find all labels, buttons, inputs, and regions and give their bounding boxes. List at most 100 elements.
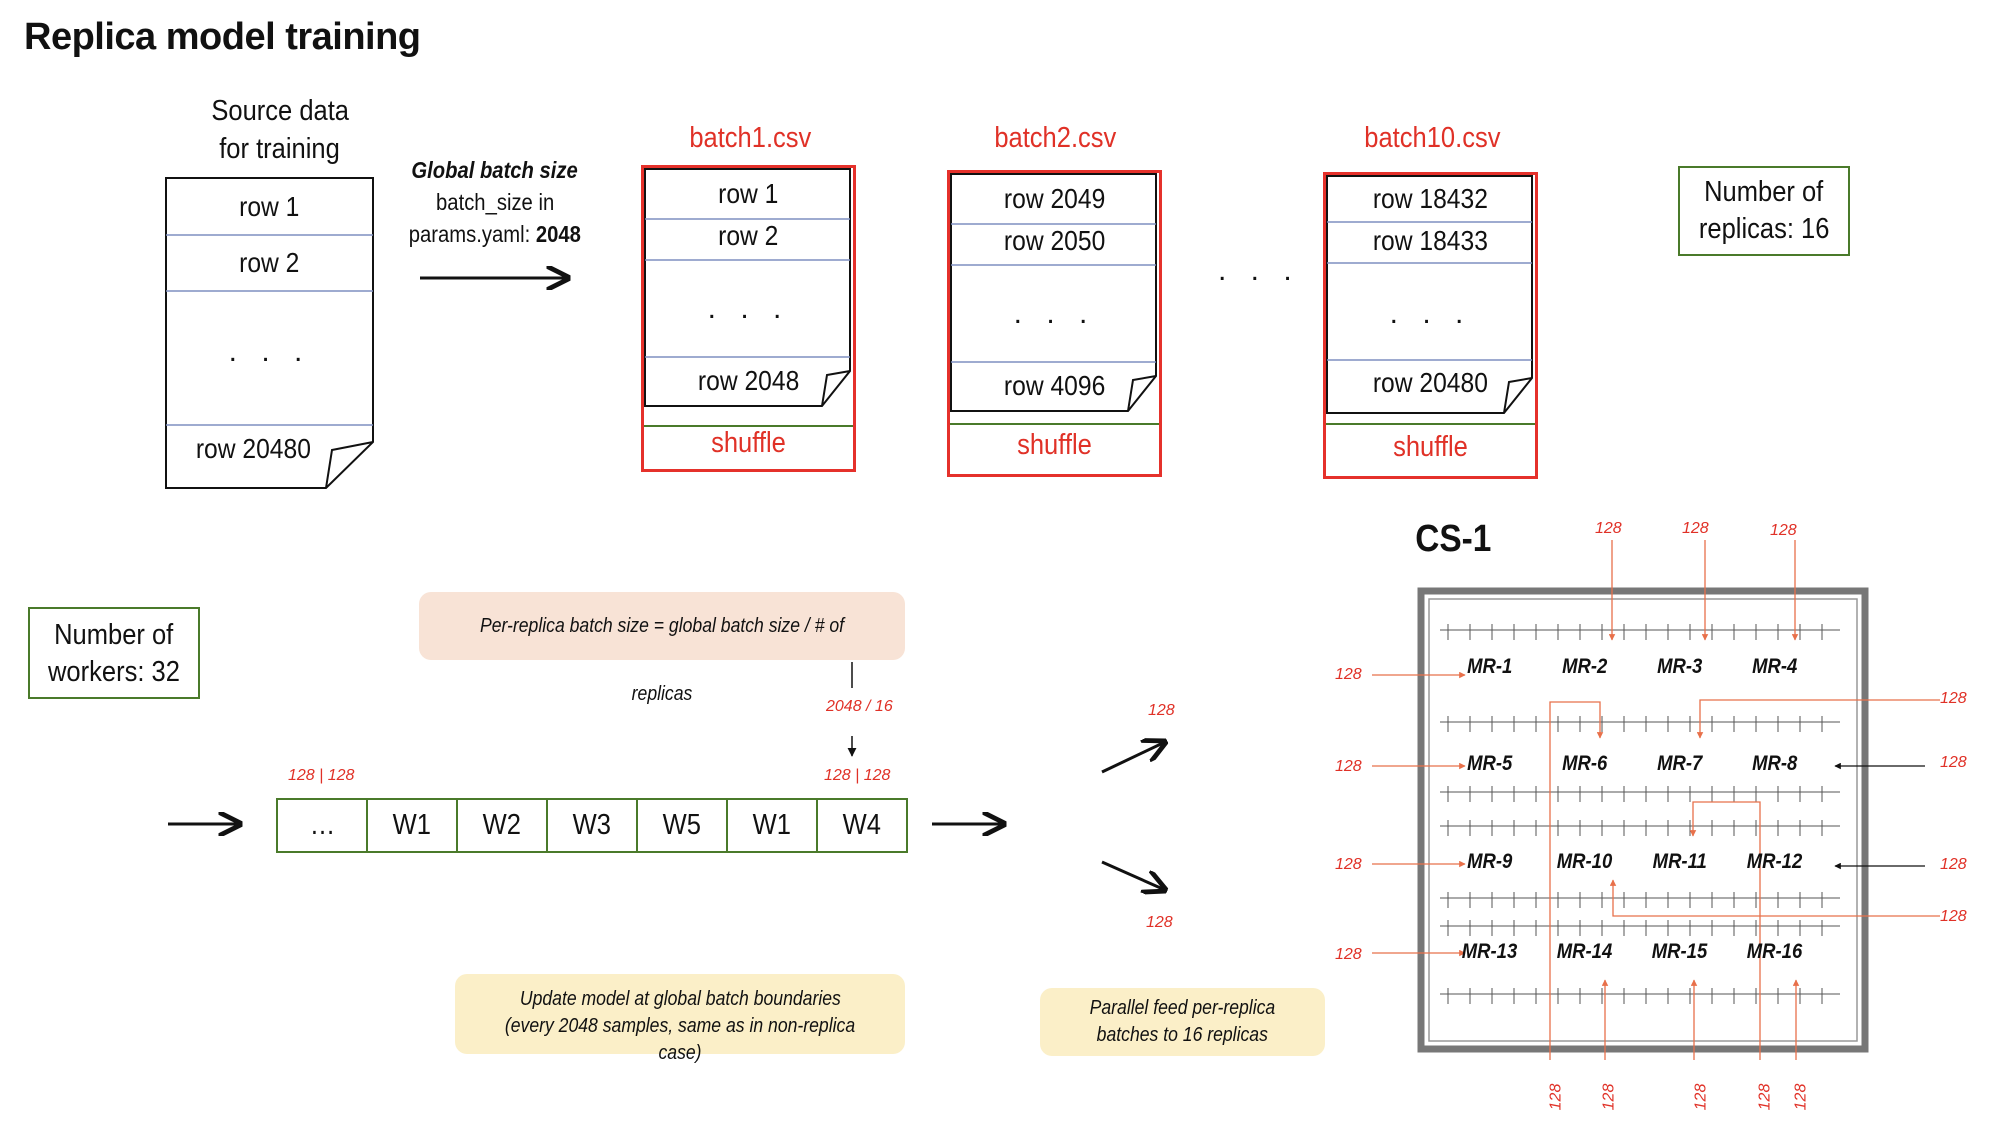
batch-row: . . . bbox=[1013, 297, 1096, 330]
feed-label: 128 bbox=[1692, 1083, 1710, 1111]
feed-label: 128 bbox=[1756, 1083, 1774, 1111]
batch-2-document bbox=[950, 173, 1157, 412]
batch-row: row 20480 bbox=[1372, 367, 1489, 398]
batch-row: . . . bbox=[707, 292, 790, 325]
batch-row: row 1 bbox=[718, 178, 779, 209]
global-batch-size-note: Global batch size batch_size in params.y… bbox=[390, 154, 600, 250]
batch-title: batch1.csv bbox=[688, 122, 811, 154]
source-caption-line1: Source data bbox=[211, 95, 349, 127]
feed-label: 128 bbox=[1792, 1083, 1810, 1111]
replica-label: MR-1 bbox=[1467, 655, 1513, 678]
replica-label: MR-2 bbox=[1562, 655, 1608, 678]
batches-ellipsis: . . . bbox=[1218, 254, 1300, 287]
feed-label: 128 bbox=[1335, 758, 1362, 775]
source-row: row 20480 bbox=[195, 433, 312, 464]
source-document: row 1 row 2 . . . row 20480 bbox=[165, 177, 374, 489]
replica-label: MR-5 bbox=[1467, 752, 1513, 775]
source-row: . . . bbox=[228, 335, 311, 368]
cs1-label: CS-1 bbox=[1415, 518, 1492, 560]
feed-label: 128 bbox=[1940, 690, 1967, 707]
workers-count-line2: workers: 32 bbox=[48, 656, 180, 688]
feed-label: 128 bbox=[1682, 520, 1709, 537]
global-batch-size-line3: params.yaml: 2048 bbox=[408, 221, 582, 247]
batch-row: row 2048 bbox=[697, 365, 800, 396]
batch-file-10: row 18432 row 18433 . . . row 20480 shuf… bbox=[1323, 172, 1538, 479]
batch-title: batch10.csv bbox=[1363, 122, 1501, 154]
batch-row: row 4096 bbox=[1003, 370, 1106, 401]
per-replica-note: Per-replica batch size = global batch si… bbox=[419, 592, 905, 705]
feed-label: 128 bbox=[1595, 520, 1622, 537]
page-title: Replica model training bbox=[24, 16, 421, 58]
replica-label: MR-10 bbox=[1557, 850, 1613, 873]
batch-row: row 18433 bbox=[1372, 225, 1489, 256]
replica-label: MR-11 bbox=[1652, 850, 1708, 873]
source-row: row 2 bbox=[239, 247, 300, 278]
parallel-feed-note: Parallel feed per-replica batches to 16 … bbox=[1040, 988, 1325, 1056]
cs1-fabric bbox=[1372, 540, 1940, 1060]
global-batch-size-label: Global batch size bbox=[411, 157, 579, 183]
feed-path bbox=[1549, 701, 1604, 1060]
division-label: 2048 / 16 bbox=[826, 698, 893, 715]
feed-path bbox=[1609, 879, 1940, 917]
worker-cell: W4 bbox=[842, 809, 882, 841]
worker-cell: W2 bbox=[458, 800, 548, 851]
batch-file-1: row 1 row 2 . . . row 2048 shuffle bbox=[641, 165, 856, 472]
batch-row: row 18432 bbox=[1372, 183, 1489, 214]
feed-label: 128 bbox=[1600, 1083, 1618, 1111]
replica-label: MR-13 bbox=[1462, 940, 1518, 963]
cs1-wafer-inner bbox=[1428, 598, 1858, 1042]
shuffle-label: shuffle bbox=[644, 425, 853, 460]
feed-path bbox=[1689, 801, 1761, 1060]
workers-count-box: Number of workers: 32 bbox=[28, 607, 200, 699]
batch-row: . . . bbox=[1389, 297, 1472, 330]
worker-cell: W1 bbox=[728, 800, 818, 851]
replica-label: MR-14 bbox=[1557, 940, 1613, 963]
shuffle-label: shuffle bbox=[1326, 423, 1535, 464]
feed-label: 128 bbox=[1335, 666, 1362, 683]
worker-queue: … W1 W2 W3 W5 W1 W4 bbox=[276, 798, 908, 853]
update-note-line2: (every 2048 samples, same as in non-repl… bbox=[504, 1015, 856, 1064]
feed-label: 128 bbox=[1547, 1083, 1565, 1111]
replica-label: MR-6 bbox=[1562, 752, 1608, 775]
source-document-outline bbox=[165, 177, 374, 489]
parallel-note-line2: batches to 16 replicas bbox=[1096, 1024, 1269, 1046]
global-batch-size-value: 2048 bbox=[536, 221, 582, 247]
worker-cell: … bbox=[278, 800, 368, 851]
feed-label: 128 bbox=[1770, 522, 1797, 539]
replica-label: MR-8 bbox=[1752, 752, 1798, 775]
batch-1-document bbox=[644, 168, 851, 407]
batch-row: row 2 bbox=[718, 220, 779, 251]
replica-label: MR-4 bbox=[1752, 655, 1798, 678]
split-label-left: 128 | 128 bbox=[288, 767, 355, 784]
arrow-fan-up bbox=[1101, 742, 1165, 774]
arrow-fan-down bbox=[1101, 860, 1165, 890]
replicas-count-box: Number of replicas: 16 bbox=[1678, 166, 1850, 256]
source-caption: Source data for training bbox=[170, 92, 390, 168]
fan-label-bottom: 128 bbox=[1146, 914, 1173, 931]
batch-title: batch2.csv bbox=[993, 122, 1116, 154]
feed-label: 128 bbox=[1335, 856, 1362, 873]
cs1-wafer-outer bbox=[1417, 587, 1869, 1053]
replica-label: MR-16 bbox=[1747, 940, 1803, 963]
parallel-note-line1: Parallel feed per-replica bbox=[1089, 997, 1276, 1019]
batch-row: row 2050 bbox=[1003, 225, 1106, 256]
replica-label: MR-3 bbox=[1657, 655, 1703, 678]
cs1-grid bbox=[1440, 624, 1840, 1004]
worker-cell: W5 bbox=[638, 800, 728, 851]
replica-label: MR-7 bbox=[1657, 752, 1703, 775]
replica-label: MR-9 bbox=[1467, 850, 1513, 873]
global-batch-size-line2: batch_size in bbox=[435, 189, 555, 215]
workers-count-line1: Number of bbox=[54, 619, 174, 651]
replicas-count-line1: Number of bbox=[1704, 176, 1824, 208]
cs1-feeds bbox=[1372, 540, 1940, 1060]
feed-path bbox=[1696, 699, 1940, 739]
batch-file-2: row 2049 row 2050 . . . row 4096 shuffle bbox=[947, 170, 1162, 477]
feed-label: 128 bbox=[1335, 946, 1362, 963]
shuffle-label: shuffle bbox=[950, 423, 1159, 462]
batch-row: row 2049 bbox=[1003, 183, 1106, 214]
split-label-right: 128 | 128 bbox=[824, 767, 891, 784]
worker-cell: W3 bbox=[548, 800, 638, 851]
update-model-note: Update model at global batch boundaries … bbox=[455, 974, 905, 1064]
feed-label: 128 bbox=[1940, 754, 1967, 771]
source-caption-line2: for training bbox=[219, 133, 341, 165]
